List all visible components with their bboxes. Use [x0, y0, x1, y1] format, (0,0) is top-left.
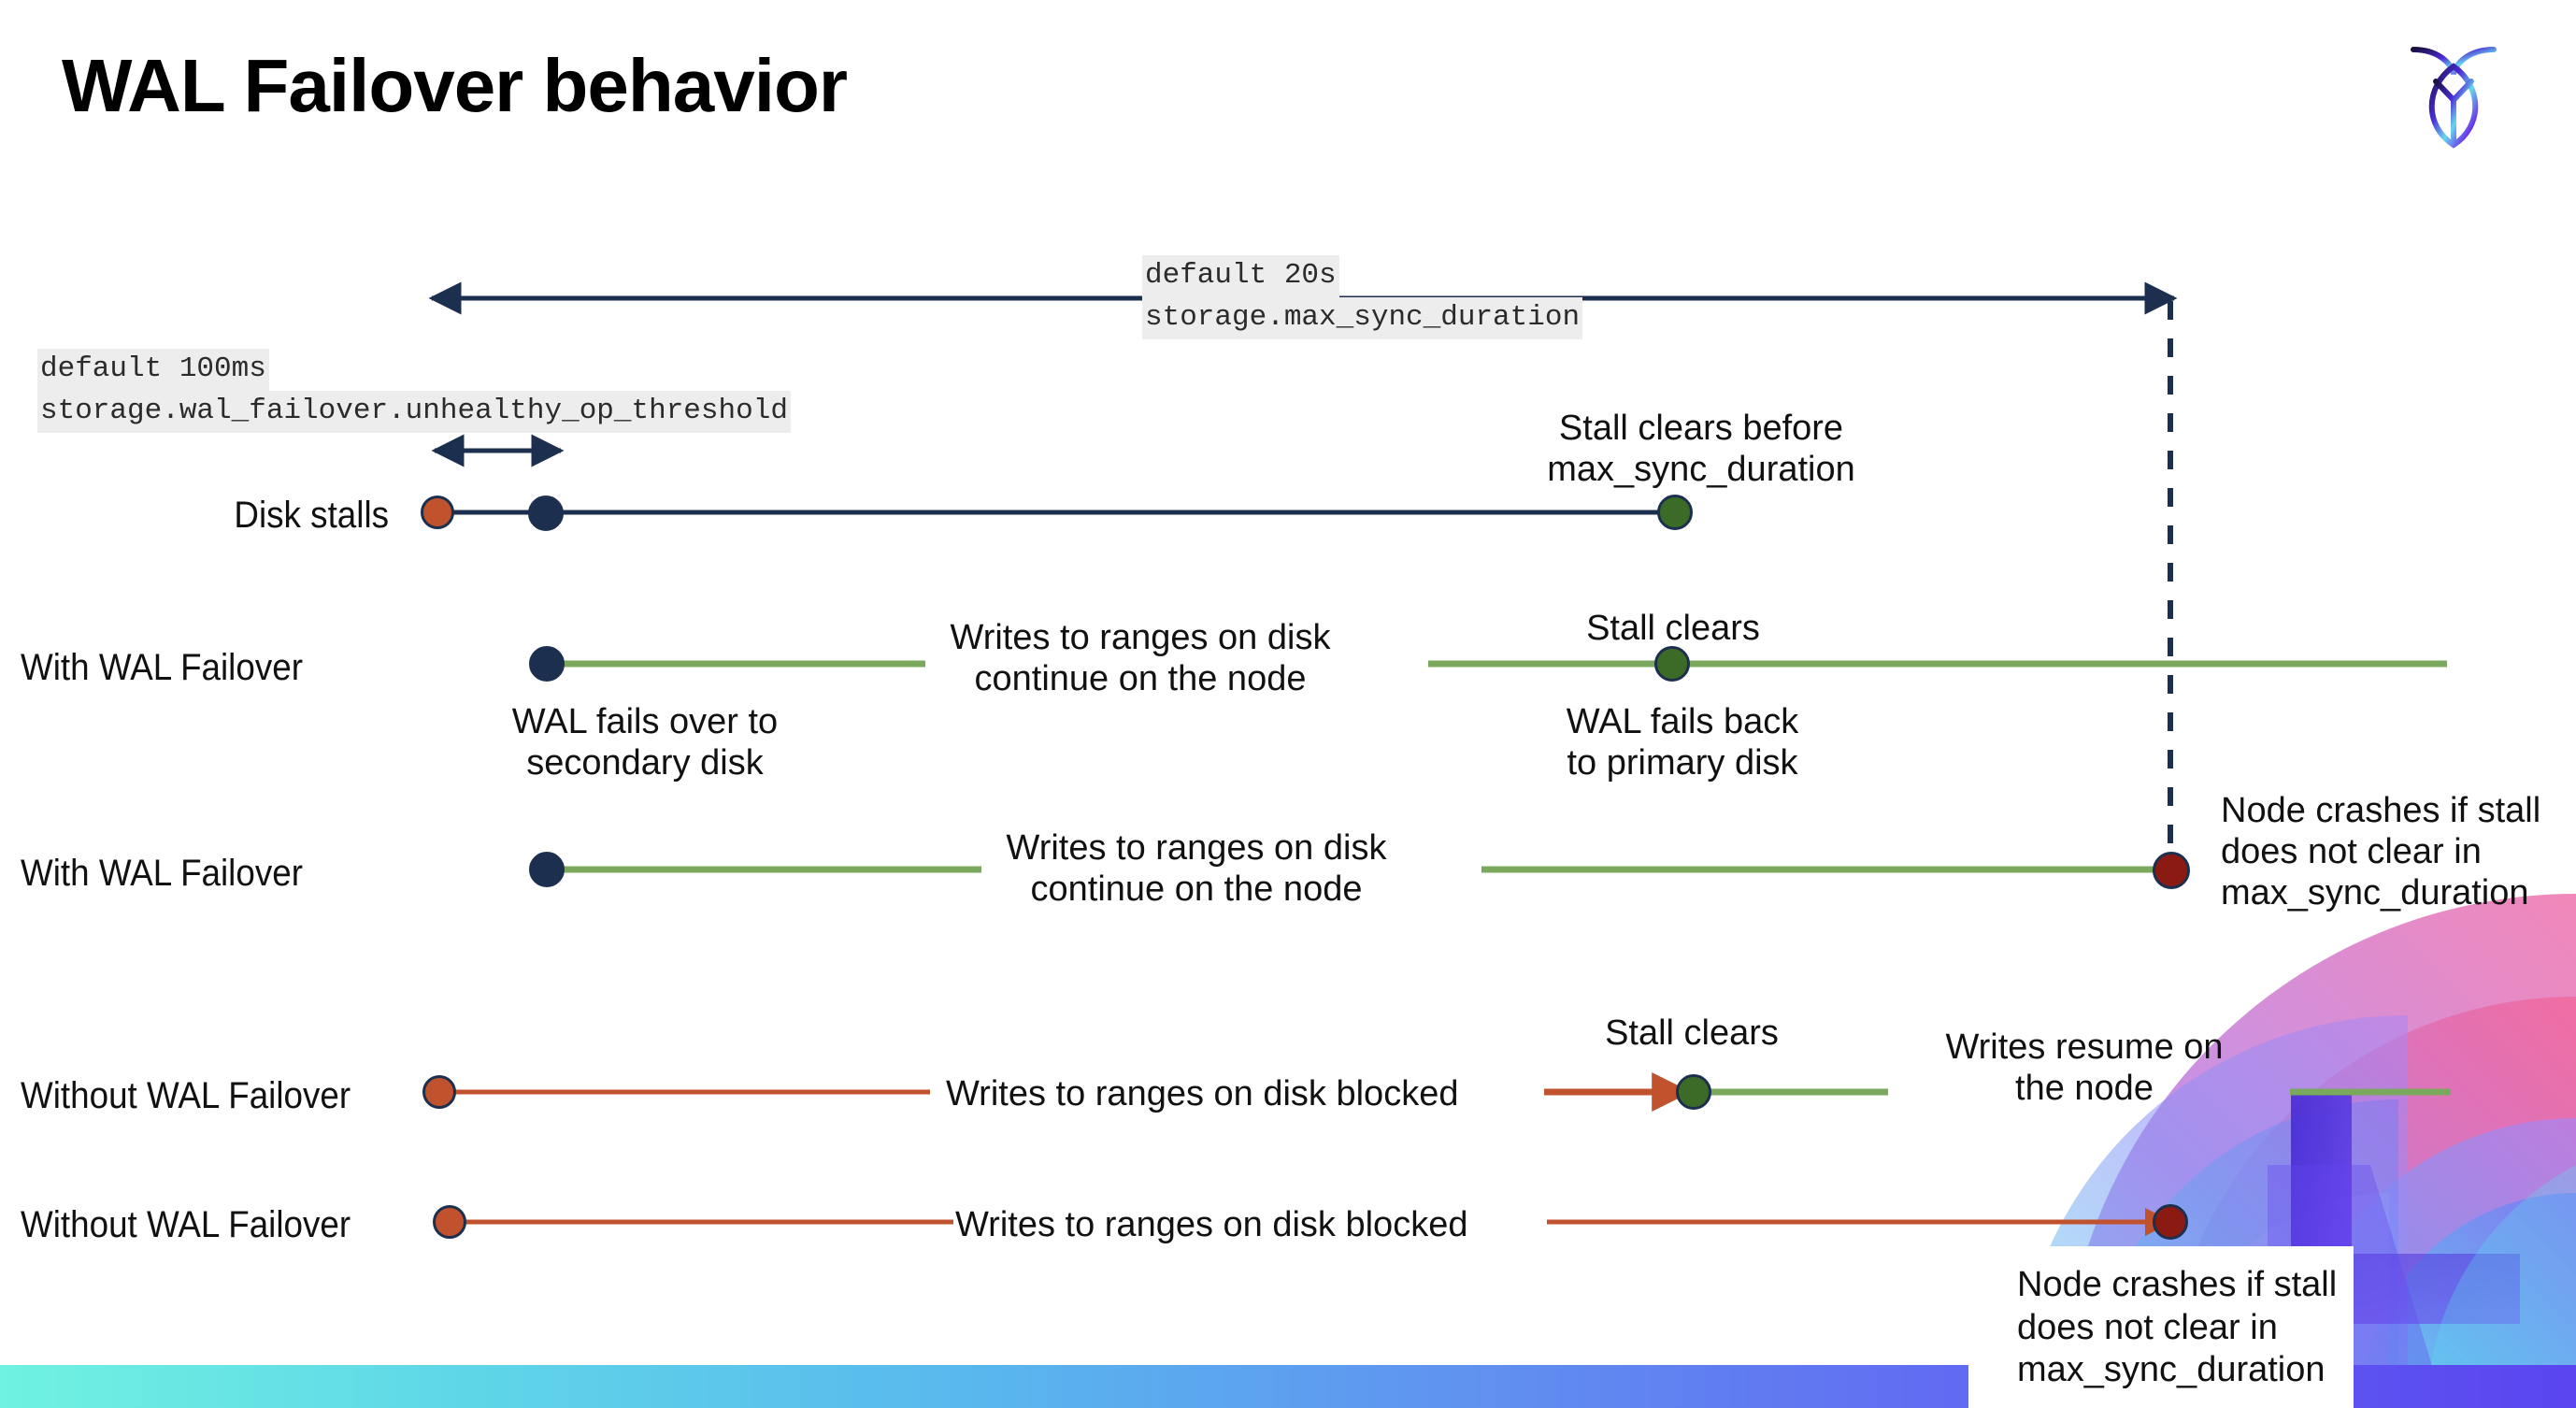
orange-dot-without-failover-2-start	[433, 1205, 466, 1239]
navy-dot-failover-point	[528, 496, 564, 531]
green-dot-without-failover-1-clear	[1676, 1074, 1711, 1110]
unhealthy-op-default-label: default 100ms	[37, 349, 269, 391]
green-dot-wal-failover-1-clear	[1654, 646, 1690, 682]
note-node-crashes-2: Node crashes if stall does not clear in …	[2017, 1265, 2338, 1390]
max-sync-duration-setting: default 20s storage.max_sync_duration	[1142, 255, 1583, 339]
cockroachdb-logo-icon	[2402, 33, 2505, 154]
note-wal-fails-back: WAL fails back to primary disk	[1566, 702, 1799, 783]
green-dot-stall-clears-disk	[1657, 495, 1693, 530]
orange-dot-disk-stall-start	[421, 496, 454, 529]
note-writes-continue-1: Writes to ranges on disk continue on the…	[950, 618, 1331, 699]
note-writes-resume: Writes resume on the node	[1945, 1027, 2224, 1109]
note-node-crashes-1: Node crashes if stall does not clear in …	[2221, 791, 2541, 913]
orange-dot-without-failover-1-start	[422, 1075, 456, 1109]
note-stall-clears-2: Stall clears	[1605, 1013, 1779, 1053]
dark-red-dot-wal-failover-2-crash	[2153, 852, 2190, 889]
note-wal-fails-over: WAL fails over to secondary disk	[511, 702, 779, 783]
note-writes-continue-2: Writes to ranges on disk continue on the…	[1006, 828, 1387, 910]
navy-dot-wal-failover-1-start	[529, 646, 565, 682]
max-sync-default-label: default 20s	[1142, 255, 1339, 297]
row-label-with-wal-failover-2: With WAL Failover	[21, 853, 303, 894]
max-sync-setting-name: storage.max_sync_duration	[1142, 296, 1583, 339]
row-label-with-wal-failover-1: With WAL Failover	[21, 647, 303, 688]
note-disk-stall-clears-before: Stall clears before max_sync_duration	[1547, 409, 1855, 490]
note-writes-blocked-2: Writes to ranges on disk blocked	[955, 1205, 1468, 1244]
row-label-disk-stalls: Disk stalls	[234, 495, 390, 536]
row-label-without-wal-failover-1: Without WAL Failover	[21, 1075, 351, 1116]
note-stall-clears-1: Stall clears	[1586, 609, 1760, 648]
note-backdrop-box	[1968, 1246, 2354, 1408]
page-title: WAL Failover behavior	[62, 44, 848, 127]
note-writes-blocked-1: Writes to ranges on disk blocked	[946, 1074, 1459, 1113]
dark-red-dot-without-failover-2-crash	[2153, 1204, 2188, 1240]
unhealthy-op-threshold-setting: default 100ms storage.wal_failover.unhea…	[37, 349, 791, 433]
navy-dot-wal-failover-2-start	[529, 852, 565, 887]
unhealthy-op-setting-name: storage.wal_failover.unhealthy_op_thresh…	[37, 390, 791, 433]
row-label-without-wal-failover-2: Without WAL Failover	[21, 1204, 351, 1245]
